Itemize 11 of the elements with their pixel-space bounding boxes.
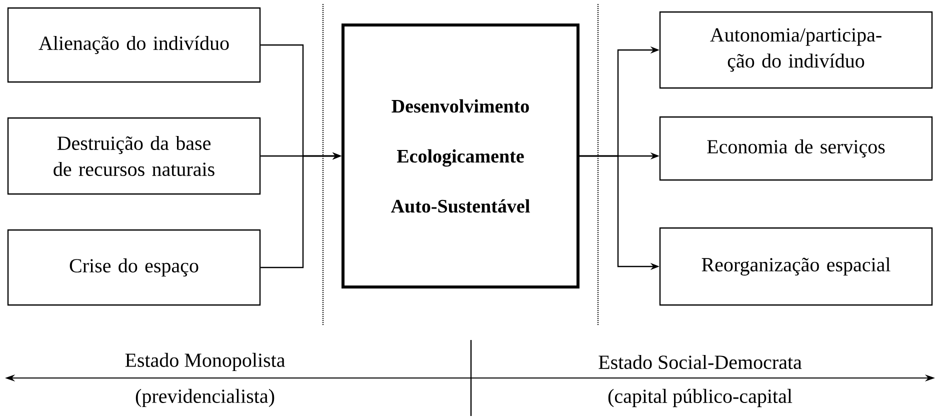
period-label: Estado Monopolista <box>125 352 285 372</box>
concept-box: Desenvolvimento Ecologicamente Auto-Sustentável <box>342 24 580 288</box>
process-box: Crise do espaço <box>7 229 261 306</box>
process-box: Autonomia/participa-ção do indivíduo <box>659 11 933 89</box>
period-label: (capital público-capital <box>608 388 792 408</box>
process-box: Destruição da base de recursos naturais <box>7 117 261 195</box>
process-box: Reorganização espacial <box>659 227 933 306</box>
period-label: (previdencialista) <box>136 388 274 408</box>
process-box: Economia de serviços <box>659 116 933 181</box>
period-label: Estado Social-Democrata <box>598 354 802 370</box>
process-box: Alienação do indivíduo <box>7 7 261 83</box>
